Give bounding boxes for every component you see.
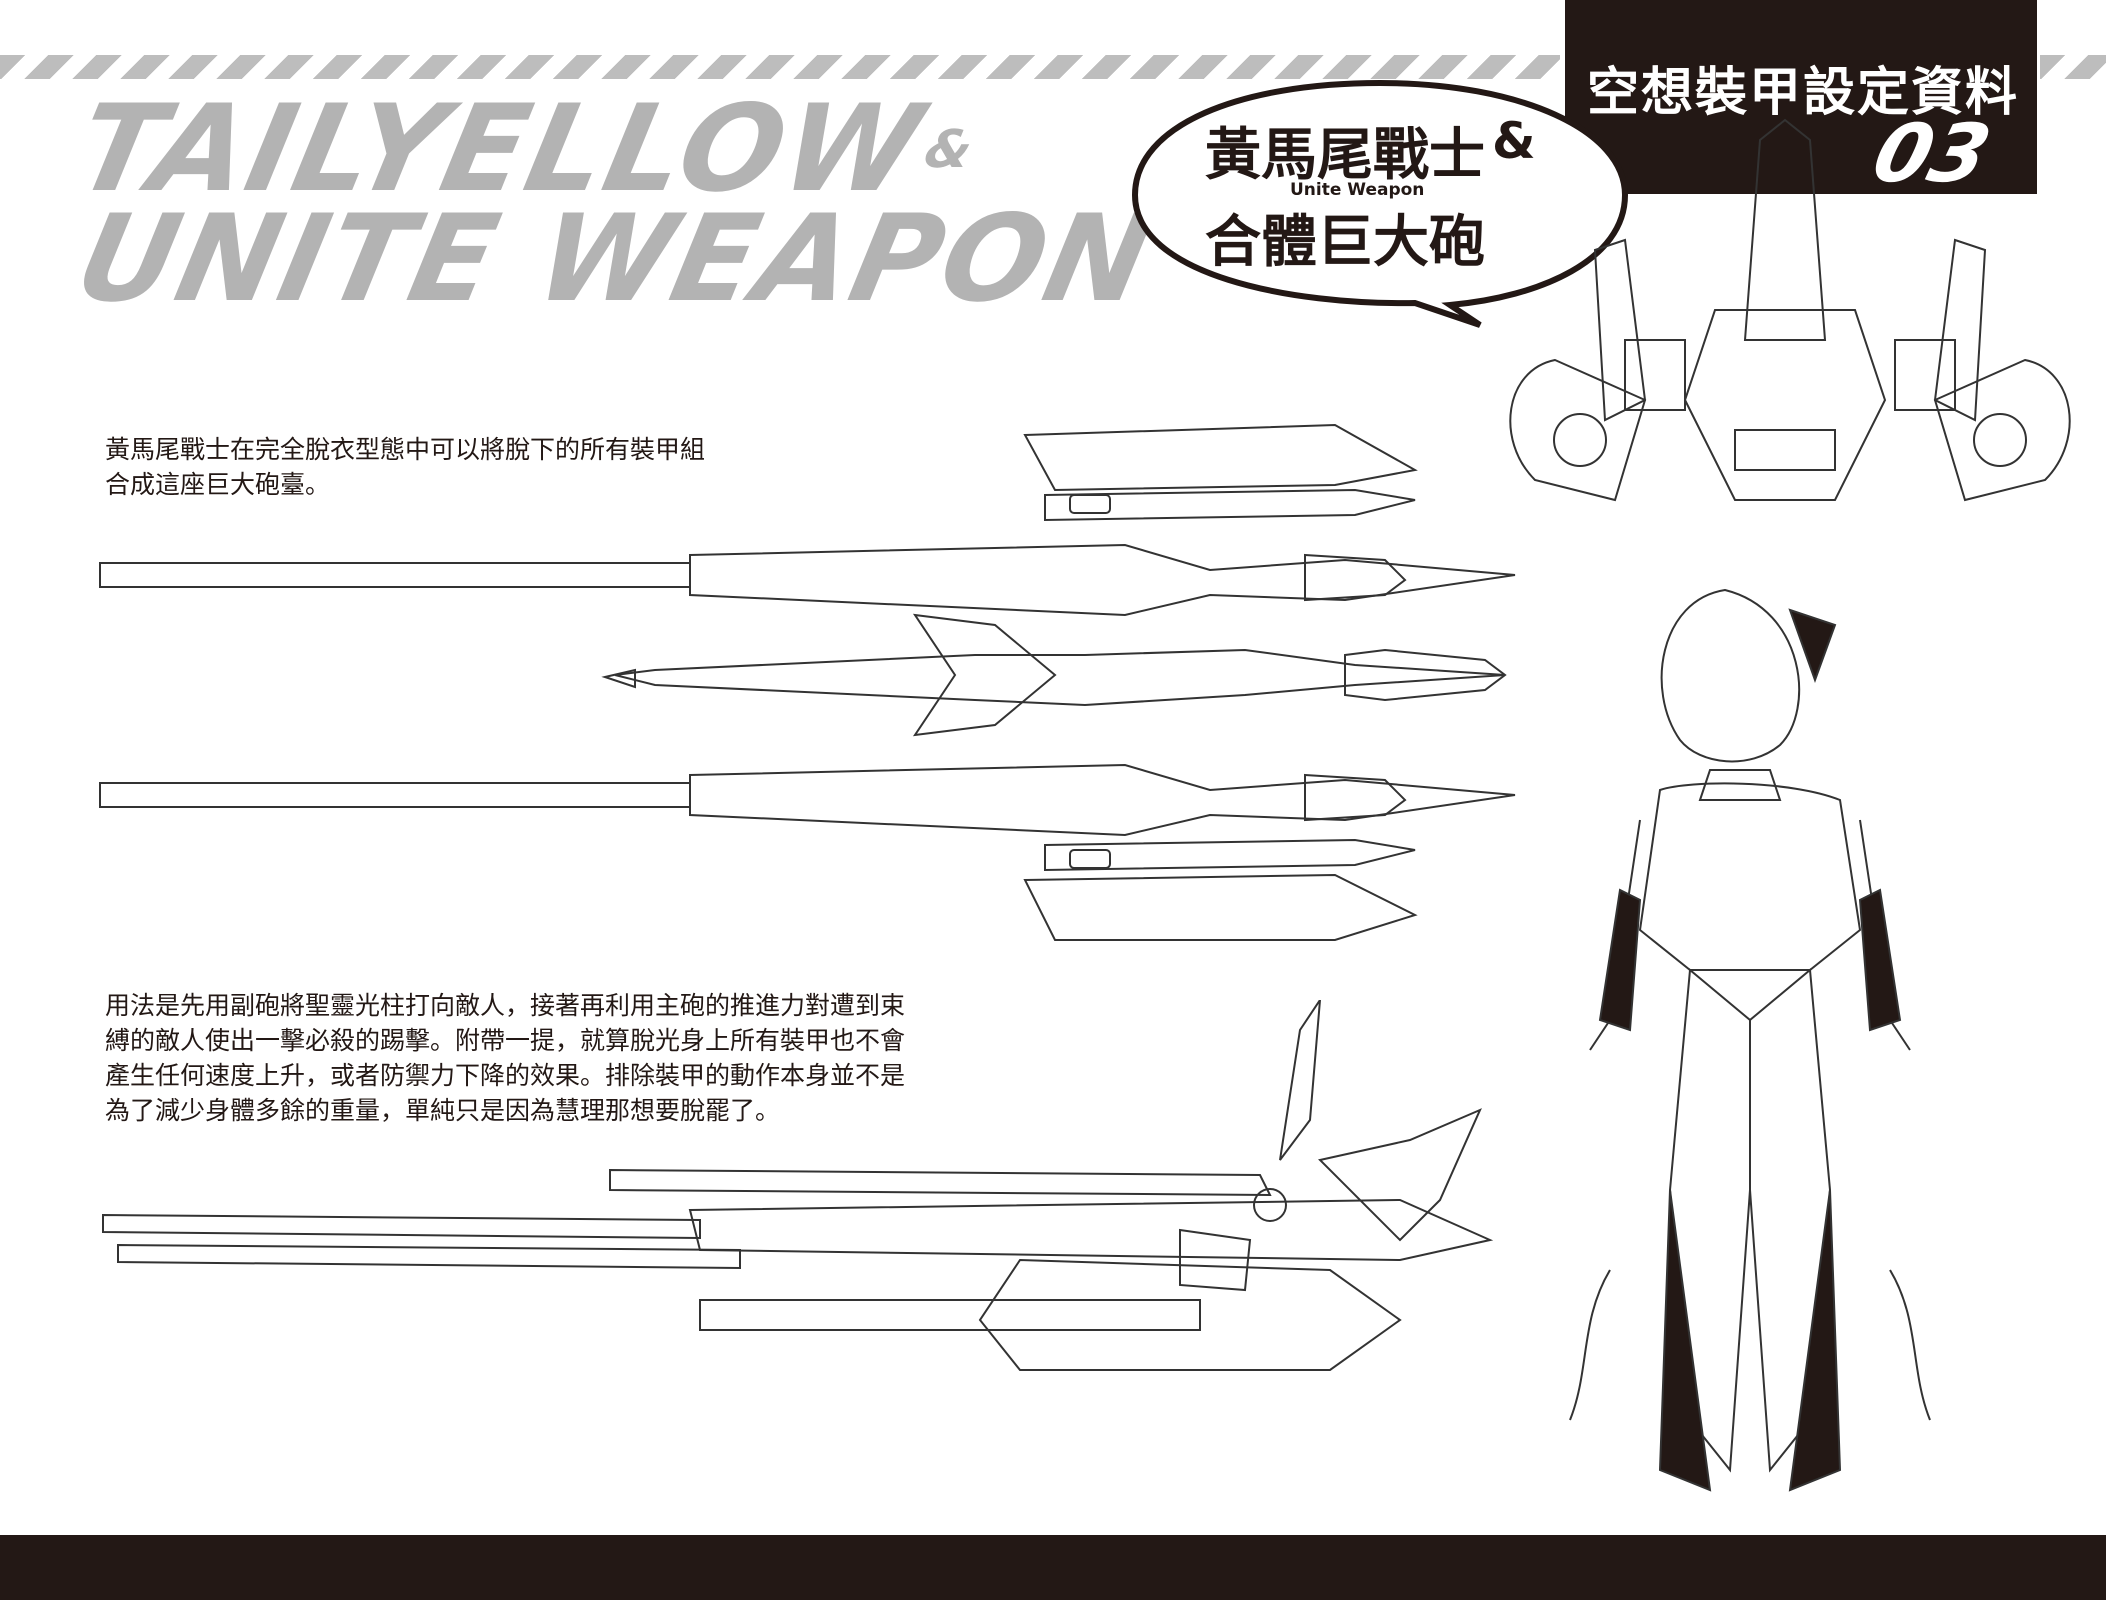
speech-bubble-icon (1131, 79, 1629, 328)
bubble-line-2: 合體巨大砲 (1205, 210, 1485, 275)
page-title: TAILYELLOW& UNITE WEAPON (65, 80, 1164, 329)
description-first: 黃馬尾戰士在完全脫衣型態中可以將脫下的所有裝甲組合成這座巨大砲臺。 (105, 435, 706, 499)
title-line-1: TAILYELLOW& (65, 80, 1161, 219)
bubble-subtitle: Unite Weapon (1290, 180, 1425, 200)
cannon-top-view-illustration (99, 423, 1516, 941)
armor-front-view-illustration (1509, 118, 2071, 502)
title-line-2: UNITE WEAPON (65, 190, 1165, 329)
cannon-side-view-illustration (102, 1000, 1494, 1371)
header-stripe-right (2040, 55, 2106, 79)
header-stripe (0, 55, 1560, 79)
description-second: 用法是先用副砲將聖靈光柱打向敵人，接著再利用主砲的推進力對遭到束縛的敵人使出一擊… (105, 991, 906, 1125)
bubble-ampersand: & (1492, 112, 1536, 170)
footer-bar (0, 1535, 2106, 1600)
character-figure-illustration (1569, 588, 1931, 1492)
bubble-line-1: 黃馬尾戰士 (1205, 123, 1485, 188)
corner-tab-label: 空想裝甲設定資料 (1587, 63, 2020, 123)
corner-tab: 空想裝甲設定資料 03 (1565, 0, 2037, 200)
